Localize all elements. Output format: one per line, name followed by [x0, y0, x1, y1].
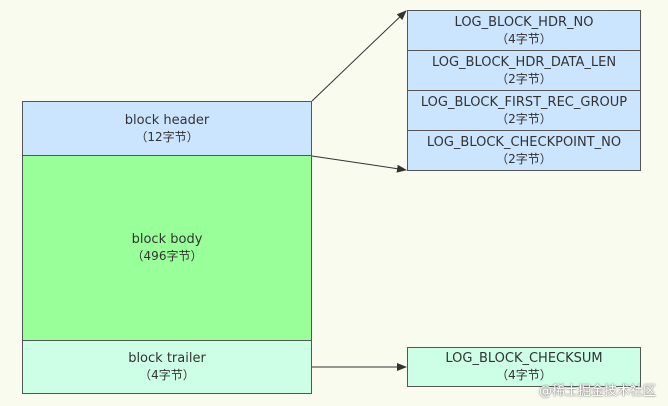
field-size: （2字节）	[496, 111, 552, 126]
field-log-block-hdr-no: LOG_BLOCK_HDR_NO （4字节）	[407, 10, 641, 51]
block-body-title: block body	[131, 232, 203, 247]
block-header-size: （12字节）	[135, 129, 199, 144]
block-header: block header （12字节）	[22, 101, 312, 156]
field-name: LOG_BLOCK_HDR_DATA_LEN	[431, 54, 617, 70]
field-log-block-checkpoint-no: LOG_BLOCK_CHECKPOINT_NO （2字节）	[407, 130, 641, 171]
field-size: （2字节）	[496, 151, 552, 166]
field-name: LOG_BLOCK_FIRST_REC_GROUP	[420, 94, 628, 110]
field-size: （2字节）	[496, 71, 552, 86]
block-trailer: block trailer （4字节）	[22, 340, 312, 394]
block-body-size: （496字节）	[131, 249, 203, 263]
field-name: LOG_BLOCK_CHECKPOINT_NO	[426, 134, 622, 150]
field-size: （4字节）	[496, 368, 552, 382]
field-size: （4字节）	[496, 31, 552, 46]
field-name: LOG_BLOCK_CHECKSUM	[445, 351, 603, 366]
arrow-header-to-hdr-no	[311, 10, 407, 102]
field-name: LOG_BLOCK_HDR_NO	[454, 14, 594, 30]
block-header-title: block header	[124, 112, 210, 128]
block-body: block body （496字节）	[22, 155, 312, 341]
field-log-block-checksum: LOG_BLOCK_CHECKSUM （4字节）	[407, 347, 641, 387]
block-trailer-title: block trailer	[128, 351, 206, 366]
block-trailer-size: （4字节）	[139, 368, 195, 382]
arrow-header-to-checkpoint-no	[311, 155, 407, 173]
field-log-block-hdr-data-len: LOG_BLOCK_HDR_DATA_LEN （2字节）	[407, 50, 641, 91]
field-log-block-first-rec-group: LOG_BLOCK_FIRST_REC_GROUP （2字节）	[407, 90, 641, 131]
watermark: @稀土掘金技术社区	[538, 384, 656, 399]
